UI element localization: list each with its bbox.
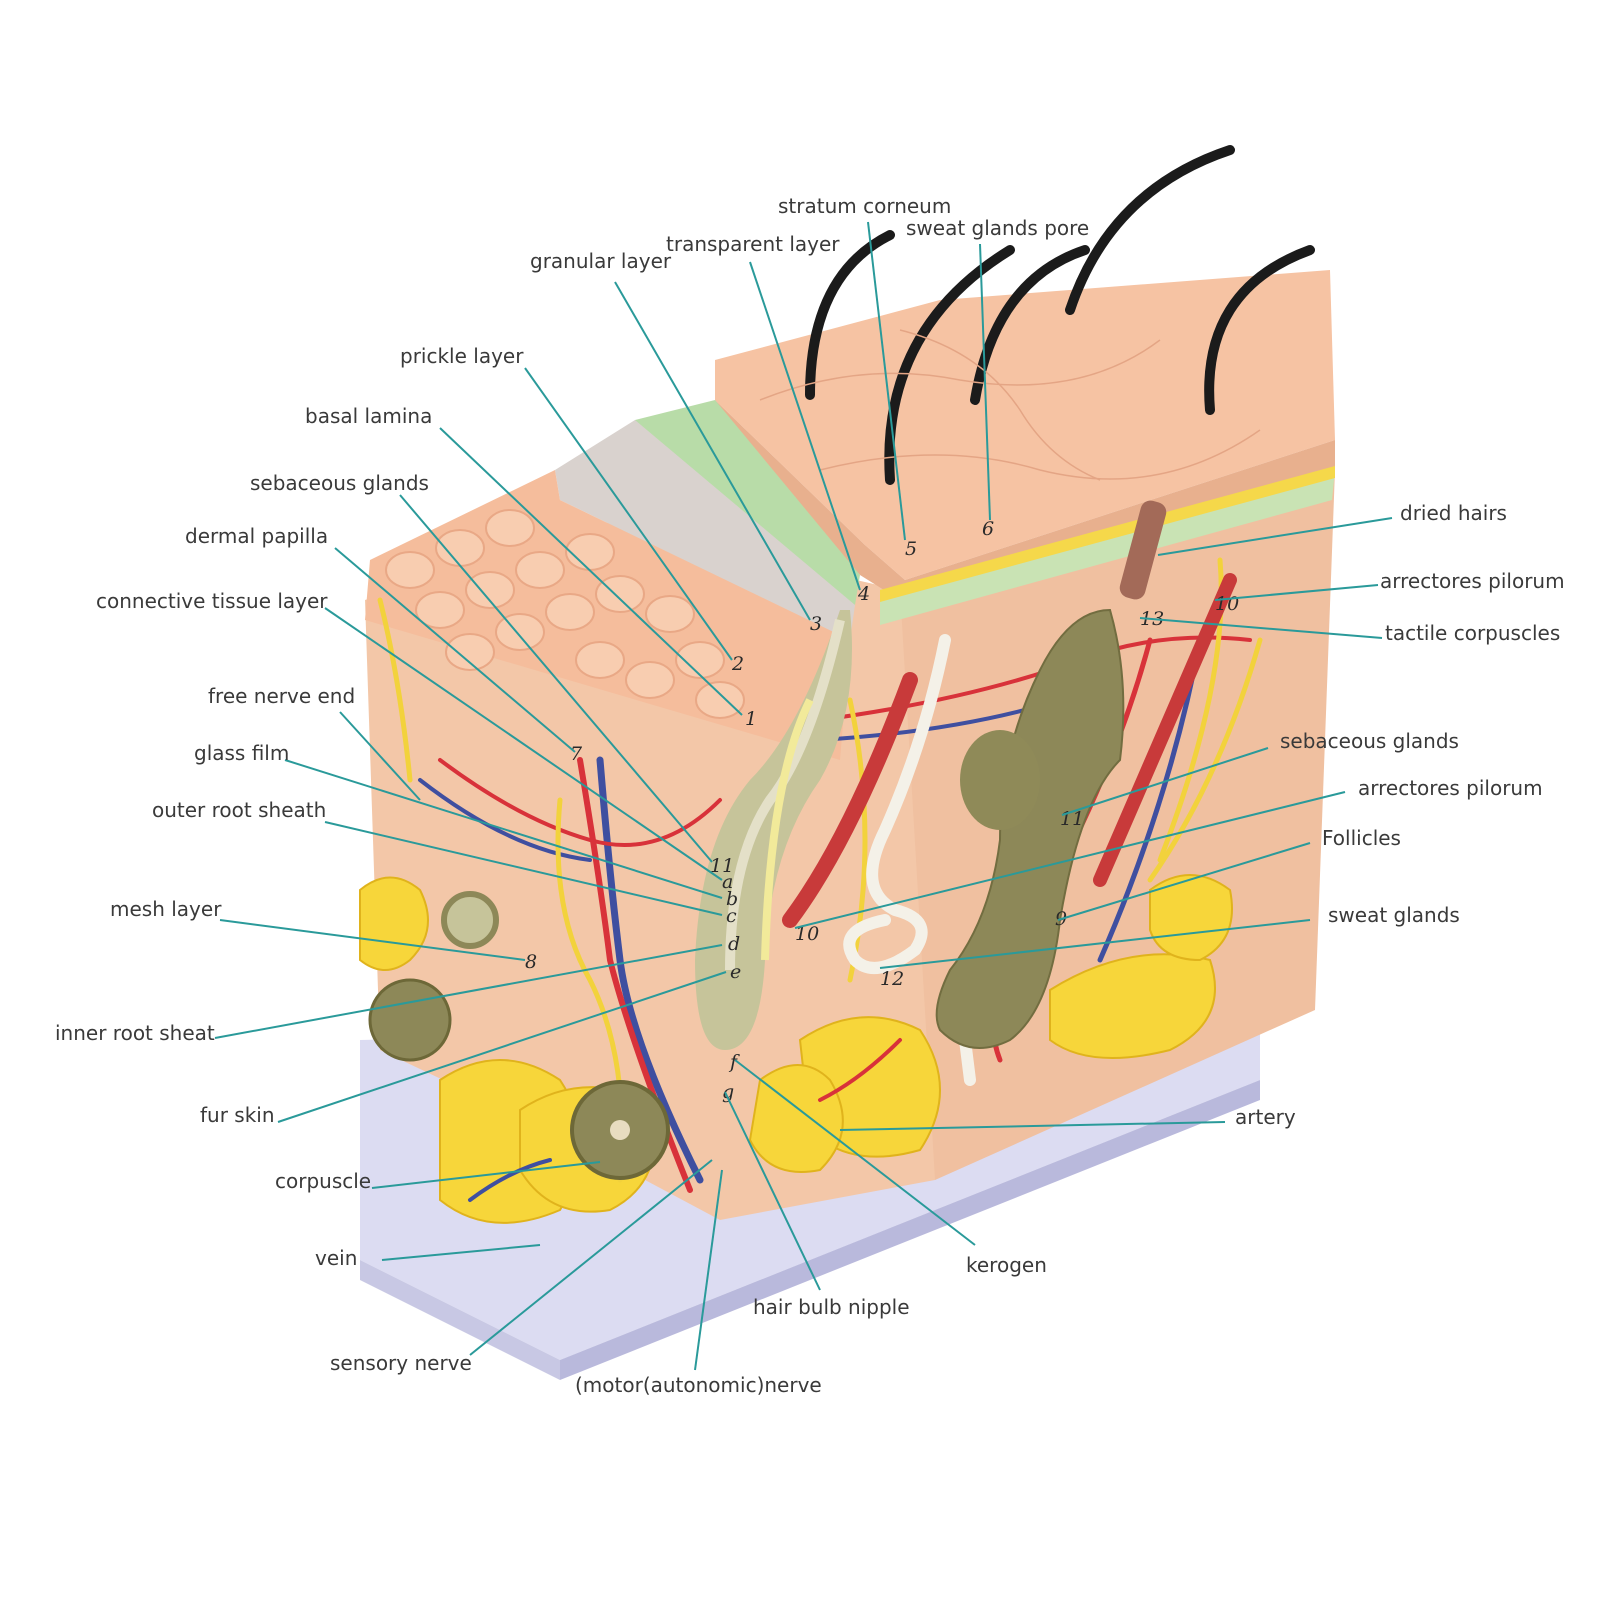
leader-free-nerve-end: [339, 711, 421, 801]
pacinian-disc-left: [368, 978, 452, 1062]
label-transparent-layer: transparent layer: [666, 232, 840, 256]
leader-prickle-layer: [524, 367, 733, 661]
leader-sensory-nerve: [469, 1159, 713, 1356]
central-hair-follicle: [695, 610, 852, 1050]
marker-2: 2: [731, 653, 744, 675]
skin-block: [359, 145, 1335, 1224]
label-sweat-glands: sweat glands: [1328, 903, 1460, 927]
label-fur-skin: fur skin: [200, 1103, 275, 1127]
granular-layer-slab: [555, 420, 855, 640]
label-mesh-layer: mesh layer: [110, 897, 222, 921]
marker-a: a: [722, 871, 733, 893]
label-dermal-papilla: dermal papilla: [185, 524, 328, 548]
leader-dried-hairs: [1157, 517, 1393, 556]
label-arrectores-pilorum-lower: arrectores pilorum: [1358, 776, 1543, 800]
arrector-muscle-right: [1093, 573, 1237, 887]
leader-sebaceous-glands-left: [399, 494, 713, 863]
leader-artery: [839, 1121, 1226, 1131]
label-free-nerve-end: free nerve end: [208, 684, 355, 708]
label-corpuscle: corpuscle: [275, 1169, 371, 1193]
marker-6: 6: [982, 518, 994, 540]
leader-sebaceous-glands-right: [1061, 747, 1269, 816]
marker-1: 1: [745, 708, 757, 730]
leader-kerogen: [734, 1059, 976, 1246]
marker-8: 8: [525, 951, 537, 973]
label-granular-layer: granular layer: [530, 249, 672, 273]
leader-fur-skin: [277, 971, 727, 1123]
label-basal-lamina: basal lamina: [305, 404, 432, 428]
label-stratum-corneum: stratum corneum: [778, 194, 951, 218]
right-hair-follicle: [935, 500, 1167, 1049]
leader-hair-bulb-nipple: [724, 1091, 821, 1291]
leader-inner-root-sheat: [214, 944, 723, 1039]
label-motor-autonomic-nerve: (motor(autonomic)nerve: [575, 1373, 822, 1397]
leader-connective-tissue-layer: [324, 607, 723, 881]
marker-12: 12: [880, 968, 904, 990]
leader-dermal-papilla: [334, 547, 576, 753]
label-prickle-layer: prickle layer: [400, 344, 524, 368]
label-follicles: Follicles: [1322, 826, 1401, 850]
leader-corpuscle: [371, 1161, 601, 1189]
label-glass-film: glass film: [194, 741, 289, 765]
dried-hair-shaft: [1119, 500, 1167, 600]
label-sweat-glands-pore: sweat glands pore: [906, 216, 1089, 240]
label-hair-bulb-nipple: hair bulb nipple: [753, 1295, 910, 1319]
marker-d: d: [728, 933, 740, 955]
leader-sweat-glands: [879, 919, 1311, 969]
label-tactile-corpuscles: tactile corpuscles: [1385, 621, 1560, 645]
label-sebaceous-glands-right: sebaceous glands: [1280, 729, 1459, 753]
leader-vein: [381, 1244, 541, 1261]
leader-sweat-glands-pore: [979, 243, 991, 521]
cross-section-disc: [441, 891, 499, 949]
marker-g: g: [722, 1081, 734, 1103]
leader-outer-root-sheath: [324, 821, 723, 916]
leader-granular-layer: [614, 281, 811, 621]
labels: stratum corneum sweat glands pore transp…: [55, 194, 1565, 1397]
surface-creases: [759, 329, 1261, 481]
label-vein: vein: [315, 1246, 357, 1270]
marker-f: f: [728, 1051, 740, 1073]
hairs: [805, 145, 1315, 485]
label-dried-hairs: dried hairs: [1400, 501, 1507, 525]
marker-10-right: 10: [1215, 593, 1239, 615]
leader-glass-film: [284, 759, 723, 899]
leader-motor-nerve: [694, 1169, 723, 1371]
label-sebaceous-glands-left: sebaceous glands: [250, 471, 429, 495]
leader-follicles: [1057, 842, 1311, 921]
marker-3: 3: [810, 613, 822, 635]
marker-e: e: [730, 961, 741, 983]
leader-arrectores-lower: [794, 791, 1346, 929]
marker-7: 7: [570, 743, 583, 765]
arrector-muscle-centre: [782, 672, 918, 928]
label-connective-tissue-layer: connective tissue layer: [96, 589, 328, 613]
leader-arrectores-upper: [1214, 584, 1379, 601]
leader-mesh-layer: [219, 919, 526, 961]
label-artery: artery: [1235, 1105, 1296, 1129]
marker-11-centre: 11: [710, 855, 734, 877]
label-sensory-nerve: sensory nerve: [330, 1351, 472, 1375]
marker-10-centre: 10: [795, 923, 819, 945]
transparent-layer-slab: [630, 400, 860, 605]
marker-5: 5: [905, 538, 917, 560]
leader-lines: [214, 221, 1393, 1371]
label-arrectores-pilorum-upper: arrectores pilorum: [1380, 569, 1565, 593]
label-outer-root-sheath: outer root sheath: [152, 798, 326, 822]
leader-tactile-corpuscles: [1139, 617, 1383, 639]
label-inner-root-sheat: inner root sheat: [55, 1021, 215, 1045]
leader-transparent-layer: [749, 261, 861, 591]
label-kerogen: kerogen: [966, 1253, 1047, 1277]
stratum-corneum-slab: [715, 270, 1335, 580]
marker-c: c: [726, 905, 737, 927]
leader-stratum-corneum: [867, 221, 906, 541]
leader-basal-lamina: [439, 427, 743, 716]
marker-b: b: [726, 888, 738, 910]
